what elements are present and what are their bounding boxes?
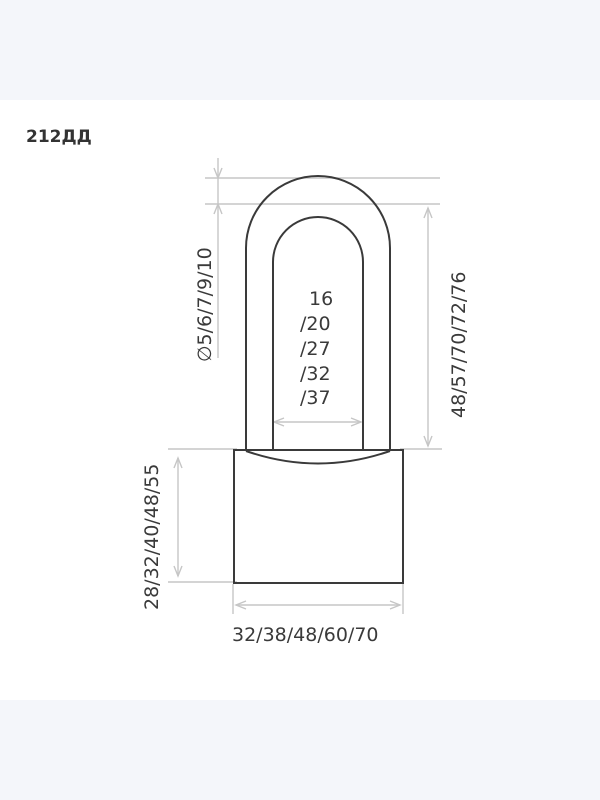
shackle-height-arrow-bottom <box>423 435 433 448</box>
diameter-arrow-bottom <box>213 202 223 215</box>
diameter-arrow-top <box>213 167 223 180</box>
shackle-inner <box>272 216 364 450</box>
shackle-diameter-text: ∅5/6/7/9/10 <box>194 247 216 362</box>
model-label: 212ДД <box>26 127 92 147</box>
body-width-arrow-left <box>234 600 247 610</box>
inner-width-text-group: 16 /20 /27 /32 /37 <box>300 288 333 409</box>
dimension-lines <box>168 158 442 614</box>
shackle-height-text: 48/57/70/72/76 <box>448 272 470 419</box>
body-height-arrow-top <box>173 456 183 469</box>
shackle-height-arrow-top <box>423 206 433 219</box>
body-width-arrow-right <box>389 600 402 610</box>
body-height-arrow-bottom <box>173 565 183 578</box>
body-height-text: 28/32/40/48/55 <box>141 464 163 611</box>
inner-width-value-5: /37 <box>300 387 331 409</box>
lock-body <box>233 449 404 584</box>
body-top-curve <box>245 450 391 465</box>
body-width-text: 32/38/48/60/70 <box>232 624 379 646</box>
inner-width-value-3: /27 <box>300 338 331 360</box>
inner-width-arrow-right <box>350 417 363 427</box>
inner-width-value-1: 16 <box>309 288 333 310</box>
inner-width-value-2: /20 <box>300 313 331 335</box>
inner-width-value-4: /32 <box>300 363 331 385</box>
shackle-outer <box>245 175 391 450</box>
padlock-outline <box>233 175 404 584</box>
drawing-panel <box>0 100 600 700</box>
